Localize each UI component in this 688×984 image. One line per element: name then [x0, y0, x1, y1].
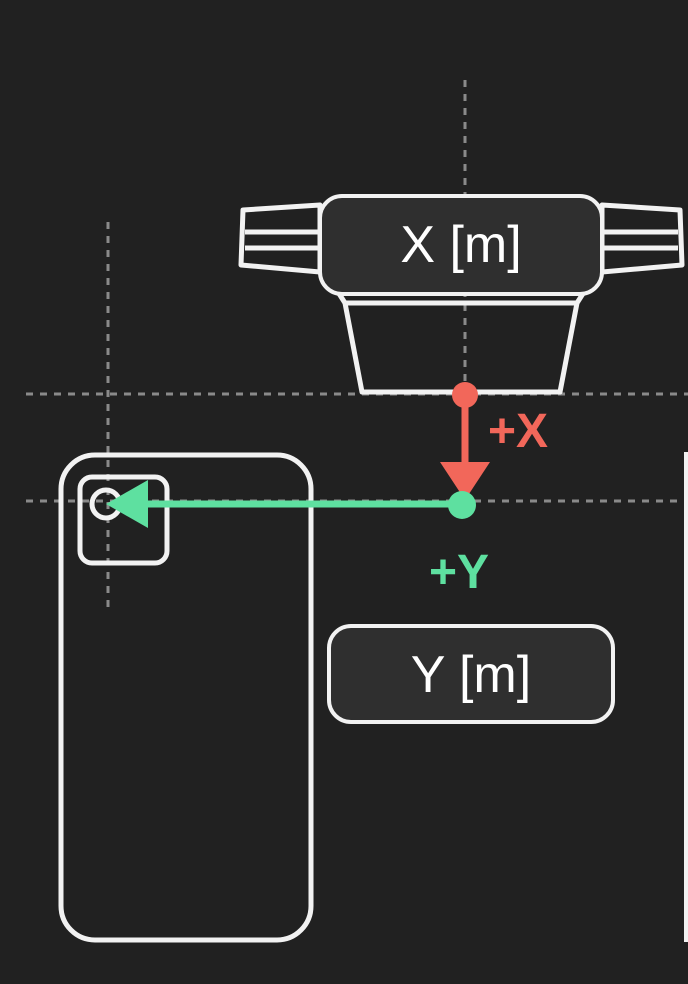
y-axis-arrowhead — [106, 480, 148, 528]
x-axis-arrowhead — [440, 462, 490, 500]
right-arm-detail — [602, 229, 678, 251]
x-label-text: X [m] — [400, 216, 521, 274]
y-label-box — [327, 624, 615, 724]
y-axis-label: +Y — [429, 546, 489, 599]
x-axis-label: +X — [488, 405, 548, 458]
camera-module — [77, 474, 170, 566]
x-label-box — [318, 194, 604, 296]
right-arm-outer — [599, 202, 685, 275]
device-body — [335, 290, 587, 395]
smartphone-outline-icon — [58, 452, 314, 943]
y-label-text: Y [m] — [411, 646, 531, 704]
x-axis-origin-dot — [452, 382, 478, 408]
x-axis-arrow — [440, 382, 490, 500]
left-arm-outer — [238, 202, 323, 275]
left-arm-detail — [245, 229, 320, 251]
y-axis-arrow — [106, 480, 476, 528]
y-axis-origin-dot — [448, 491, 476, 519]
phone-body — [58, 452, 314, 943]
